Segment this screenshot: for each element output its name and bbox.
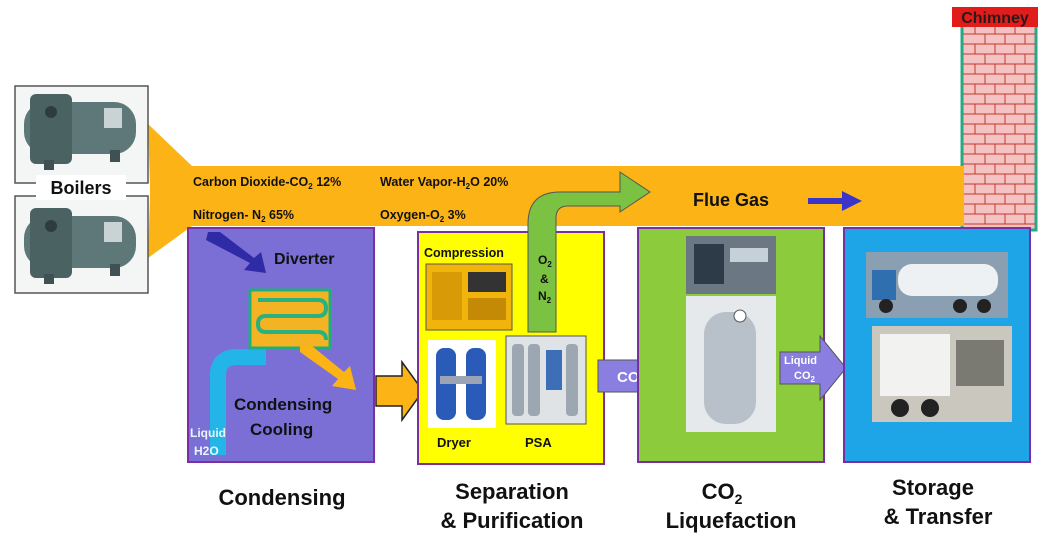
flue-gas-label: Flue Gas (693, 190, 769, 210)
liquid-water-label-line2: H2O (194, 444, 219, 458)
separation-stage-title-line2: & Purification (440, 508, 583, 533)
diverter-arrow (206, 232, 266, 273)
n2-label: N2 (538, 289, 552, 305)
chimney-bricks (963, 24, 1035, 225)
o2-label: O2 (538, 253, 552, 269)
flow-arrow-to-separation (375, 359, 424, 423)
storage-stage-title-line2: & Transfer (884, 504, 993, 529)
diverter-label: Diverter (274, 251, 334, 268)
cooling-flow-arrow (300, 346, 356, 390)
separation-stage: Compression Dryer PSA (417, 231, 605, 465)
psa-label: PSA (525, 435, 552, 450)
co2-tanker-truck-image (866, 252, 1008, 318)
chimney: Chimney (952, 7, 1038, 232)
liquid-co2-arrow-line2: CO2 (794, 370, 816, 384)
co2-composition-label: Carbon Dioxide-CO2 12% (193, 175, 341, 191)
liquefaction-stage-title-line1: CO2 (702, 479, 743, 507)
h2o-composition-label: Water Vapor-H2O 20% (380, 175, 508, 191)
co2-storage-tank-image (686, 296, 776, 432)
boilers-label-bg (36, 175, 126, 200)
chimney-label: Chimney (961, 10, 1029, 27)
liquid-water-pipe (210, 349, 266, 455)
co2-transfer-truck-image (872, 326, 1012, 422)
industrial-boiler-icon (24, 94, 136, 170)
condensing-cooling-line1: Condensing (234, 395, 332, 414)
liquid-co2-arrow-line1: Liquid (784, 355, 817, 367)
separation-stage-title-line1: Separation (455, 479, 569, 504)
psa-image (505, 335, 587, 425)
liquid-water-label-line1: Liquid (190, 426, 226, 440)
condensing-stage-title: Condensing (218, 485, 345, 510)
compressor-image (425, 263, 513, 331)
condensing-stage: Diverter Condensing Cooling Liquid H2O (187, 227, 375, 463)
liquid-co2-flow-arrow: Liquid CO2 (779, 334, 847, 402)
dryer-label: Dryer (437, 435, 471, 450)
liquefaction-stage-title-line2: Liquefaction (666, 508, 797, 533)
liquefaction-stage (637, 227, 825, 463)
n2-composition-label: Nitrogen- N2 65% (193, 208, 294, 224)
dryer-image (428, 340, 496, 428)
heat-exchanger-icon (248, 288, 332, 350)
chimney-label-bg (952, 7, 1038, 27)
industrial-boiler-icon (24, 208, 136, 284)
flue-gas-direction-arrow (808, 191, 862, 211)
storage-stage-title-line1: Storage (892, 475, 974, 500)
o2-composition-label: Oxygen-O2 3% (380, 208, 466, 224)
storage-stage (843, 227, 1031, 463)
condensing-cooling-line2: Cooling (250, 420, 313, 439)
o2-n2-exhaust-arrow (527, 171, 651, 333)
compression-label: Compression (424, 246, 504, 260)
and-label: & (540, 272, 549, 286)
boilers: Boilers (14, 85, 149, 294)
liquefaction-unit-image (686, 236, 776, 294)
boilers-label: Boilers (50, 178, 111, 198)
